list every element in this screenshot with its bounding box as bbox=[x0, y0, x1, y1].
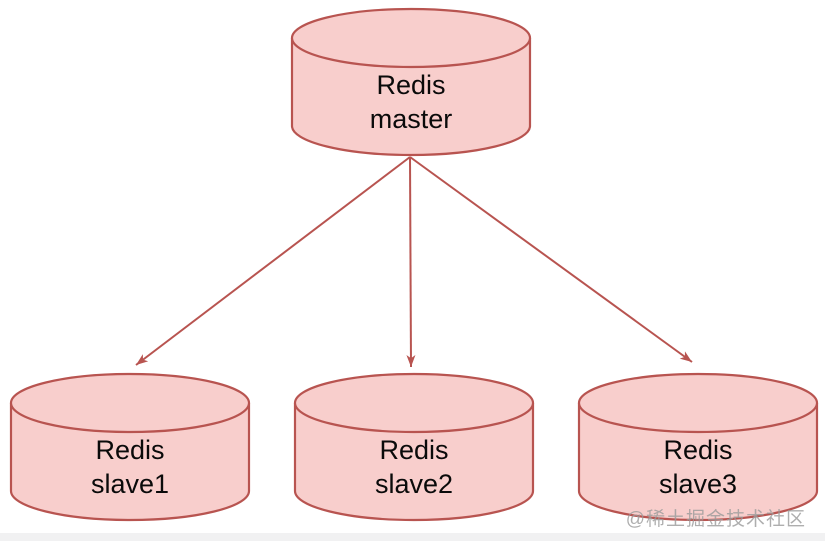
node-label-line1: Redis bbox=[376, 70, 446, 100]
watermark-text: @稀土掘金技术社区 bbox=[625, 509, 806, 530]
node-label-line2: master bbox=[369, 104, 453, 134]
bottom-scroll-track bbox=[0, 533, 825, 541]
edge-master-to-slave3 bbox=[409, 156, 693, 363]
node-label-line1: Redis bbox=[95, 435, 165, 465]
node-label-line2: slave1 bbox=[90, 469, 170, 499]
node-redis-slave3: Redis slave3 bbox=[577, 372, 819, 522]
edge-master-to-slave1 bbox=[135, 156, 411, 366]
cylinder-shape bbox=[290, 7, 532, 157]
cylinder-shape bbox=[293, 372, 535, 522]
node-label-slave3: Redis slave3 bbox=[577, 433, 819, 501]
node-redis-slave1: Redis slave1 bbox=[9, 372, 251, 522]
node-label-line1: Redis bbox=[379, 435, 449, 465]
node-label-master: Redis master bbox=[290, 68, 532, 136]
edge-master-to-slave2 bbox=[406, 156, 416, 368]
node-redis-master: Redis master bbox=[290, 7, 532, 157]
cylinder-shape bbox=[577, 372, 819, 522]
node-label-line2: slave2 bbox=[374, 469, 454, 499]
node-label-line2: slave3 bbox=[658, 469, 738, 499]
node-label-slave2: Redis slave2 bbox=[293, 433, 535, 501]
node-label-line1: Redis bbox=[663, 435, 733, 465]
cylinder-shape bbox=[9, 372, 251, 522]
node-label-slave1: Redis slave1 bbox=[9, 433, 251, 501]
node-redis-slave2: Redis slave2 bbox=[293, 372, 535, 522]
